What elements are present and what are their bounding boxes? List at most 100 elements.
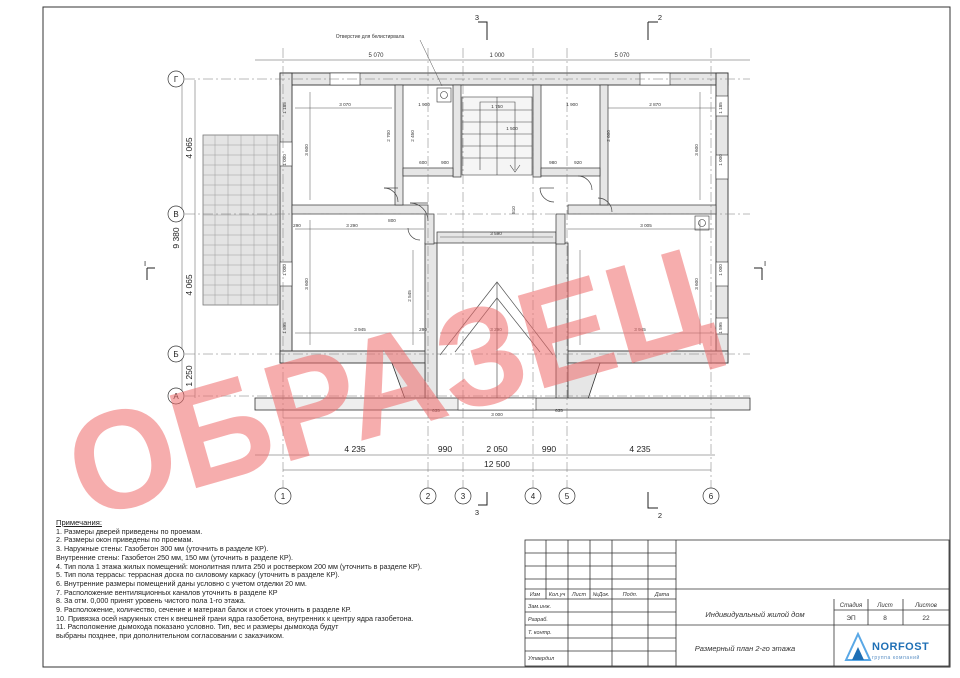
section-mark-1-left: I bbox=[144, 259, 146, 268]
dim-inner: 980 bbox=[549, 160, 557, 165]
section-mark-1-right: I bbox=[764, 259, 766, 268]
dim-top-center: 1 000 bbox=[489, 53, 505, 59]
axis-letter-bubbles bbox=[167, 70, 185, 405]
dim-inner: 290 bbox=[419, 327, 427, 332]
axis-letter-v: В bbox=[173, 210, 178, 219]
note-item: выбраны позднее, при дополнительном согл… bbox=[56, 631, 284, 641]
note-item: 10. Привязка осей наружных стен к внешне… bbox=[56, 613, 414, 623]
axis-grid bbox=[185, 48, 750, 488]
dim-bottom-4: 990 bbox=[542, 444, 556, 454]
dim-inner: 3 290 bbox=[490, 327, 502, 332]
note-item: 8. За отм. 0,000 принят уровень чистого … bbox=[56, 596, 246, 606]
axis-letter-g: Г bbox=[174, 75, 179, 84]
note-item: 1. Размеры дверей приведены по проемам. bbox=[56, 526, 203, 536]
dim-inner-v: 3 600 bbox=[304, 278, 309, 290]
dim-inner-v: 1 000 bbox=[282, 264, 287, 276]
note-item: 11. Расположение дымохода показано услов… bbox=[56, 622, 339, 632]
axis-letter-b: Б bbox=[173, 350, 178, 359]
dim-total: 12 500 bbox=[484, 459, 510, 469]
company-name: NORFOST bbox=[872, 641, 930, 653]
dim-inner: 3 290 bbox=[346, 223, 358, 228]
dim-bottom-3: 2 050 bbox=[486, 444, 508, 454]
tb-col-header: Подп. bbox=[623, 592, 638, 598]
section-mark-3-bottom: 3 bbox=[475, 508, 479, 517]
axis-number-2: 2 bbox=[426, 492, 431, 501]
dim-left-1: 4 065 bbox=[184, 137, 194, 159]
axis-number-6: 6 bbox=[709, 492, 714, 501]
axis-number-5: 5 bbox=[565, 492, 570, 501]
dim-inner-v: 3 600 bbox=[694, 278, 699, 290]
dim-inner-v: 2 700 bbox=[386, 130, 391, 142]
axis-number-4: 4 bbox=[531, 492, 536, 501]
dim-inner: 920 bbox=[574, 160, 582, 165]
tb-role: Разраб. bbox=[528, 617, 548, 623]
tb-role: Утвердил bbox=[527, 656, 554, 662]
dim-bottom-1: 4 235 bbox=[344, 444, 366, 454]
norfost-logo-icon bbox=[844, 631, 872, 661]
note-item: 4. Тип пола 1 этажа жилых помещений: мон… bbox=[56, 561, 423, 571]
dim-inner-v: 1 595 bbox=[718, 322, 723, 334]
section-mark-2-top: 2 bbox=[658, 13, 662, 22]
tb-role: Зам.инж. bbox=[528, 604, 551, 610]
dim-top-right: 5 070 bbox=[614, 53, 630, 59]
dim-inner: 600 bbox=[419, 160, 427, 165]
dim-inner-v: 1 000 bbox=[718, 154, 723, 166]
watermark: ОБРАЗЕЦ bbox=[50, 216, 728, 549]
dim-inner: 3 005 bbox=[640, 223, 652, 228]
tb-sheets-header: Листов bbox=[914, 603, 937, 609]
axis-letter-a: А bbox=[173, 392, 179, 401]
tb-sheet-header: Лист bbox=[876, 603, 892, 609]
dim-left-total: 9 380 bbox=[171, 227, 181, 249]
note-item: 2. Размеры окон приведены по проемам. bbox=[56, 535, 194, 545]
dim-inner-v: 2 600 bbox=[606, 130, 611, 142]
axis-number-1: 1 bbox=[281, 492, 286, 501]
dim-bottom-2: 990 bbox=[438, 444, 452, 454]
tb-stage-header: Стадия bbox=[840, 603, 863, 609]
axis-number-bubbles bbox=[274, 487, 720, 505]
dim-inner: 290 bbox=[293, 223, 301, 228]
notes-title: Примечания: bbox=[56, 518, 102, 527]
tb-col-header: №Док. bbox=[592, 592, 609, 598]
dim-inner: 1 750 bbox=[491, 104, 503, 109]
dim-inner-v: 1 000 bbox=[282, 154, 287, 166]
watermark-text: ОБРАЗЕЦ bbox=[50, 216, 728, 549]
chimney-leader bbox=[419, 39, 443, 87]
dim-inner-v: 3 600 bbox=[694, 144, 699, 156]
dim-inner: 2 870 bbox=[649, 102, 661, 107]
interior-walls bbox=[291, 84, 717, 245]
dim-inner-v: 1 000 bbox=[718, 264, 723, 276]
dim-inner: 3 000 bbox=[491, 412, 503, 417]
dim-inner: 3 945 bbox=[634, 327, 646, 332]
company-subtitle: группа компаний bbox=[872, 655, 920, 661]
dim-inner-v: 1 185 bbox=[282, 102, 287, 114]
note-item: 7. Расположение вентиляционных каналов у… bbox=[56, 587, 278, 597]
dim-inner-v: 1 595 bbox=[282, 322, 287, 334]
notes-block: Примечания: 1. Размеры дверей приведены … bbox=[56, 518, 526, 641]
dim-inner-v: 1 185 bbox=[718, 102, 723, 114]
dim-inner-v: 2 450 bbox=[410, 130, 415, 142]
section-mark-2-bottom: 2 bbox=[658, 511, 662, 520]
tb-col-header: Изм bbox=[530, 592, 540, 598]
tb-col-header: Лист bbox=[571, 592, 587, 598]
note-item: 3. Наружные стены: Газобетон 300 мм (уто… bbox=[56, 544, 269, 554]
dim-inner: 1 900 bbox=[418, 102, 430, 107]
dim-inner: 3 945 bbox=[354, 327, 366, 332]
tb-col-header: Кол.уч bbox=[549, 592, 566, 598]
dim-inner: 635 bbox=[432, 408, 440, 413]
dim-left-3: 1 250 bbox=[184, 365, 194, 387]
tb-sheets: 22 bbox=[922, 615, 930, 622]
dimension-lines bbox=[181, 59, 750, 471]
dim-top-left: 5 070 bbox=[368, 53, 384, 59]
dim-inner: 900 bbox=[441, 160, 449, 165]
note-item: 6. Внутренние размеры помещений даны усл… bbox=[56, 578, 307, 588]
dim-inner: 1 900 bbox=[566, 102, 578, 107]
staircase bbox=[461, 96, 533, 176]
dim-inner-v: 2 545 bbox=[407, 290, 412, 302]
section-marks bbox=[146, 21, 763, 509]
drawing-frame bbox=[42, 6, 951, 668]
dim-inner: 1 500 bbox=[506, 126, 518, 131]
tb-sheet: 8 bbox=[883, 615, 887, 622]
terrace-hatch bbox=[202, 134, 279, 306]
axis-number-3: 3 bbox=[461, 492, 466, 501]
